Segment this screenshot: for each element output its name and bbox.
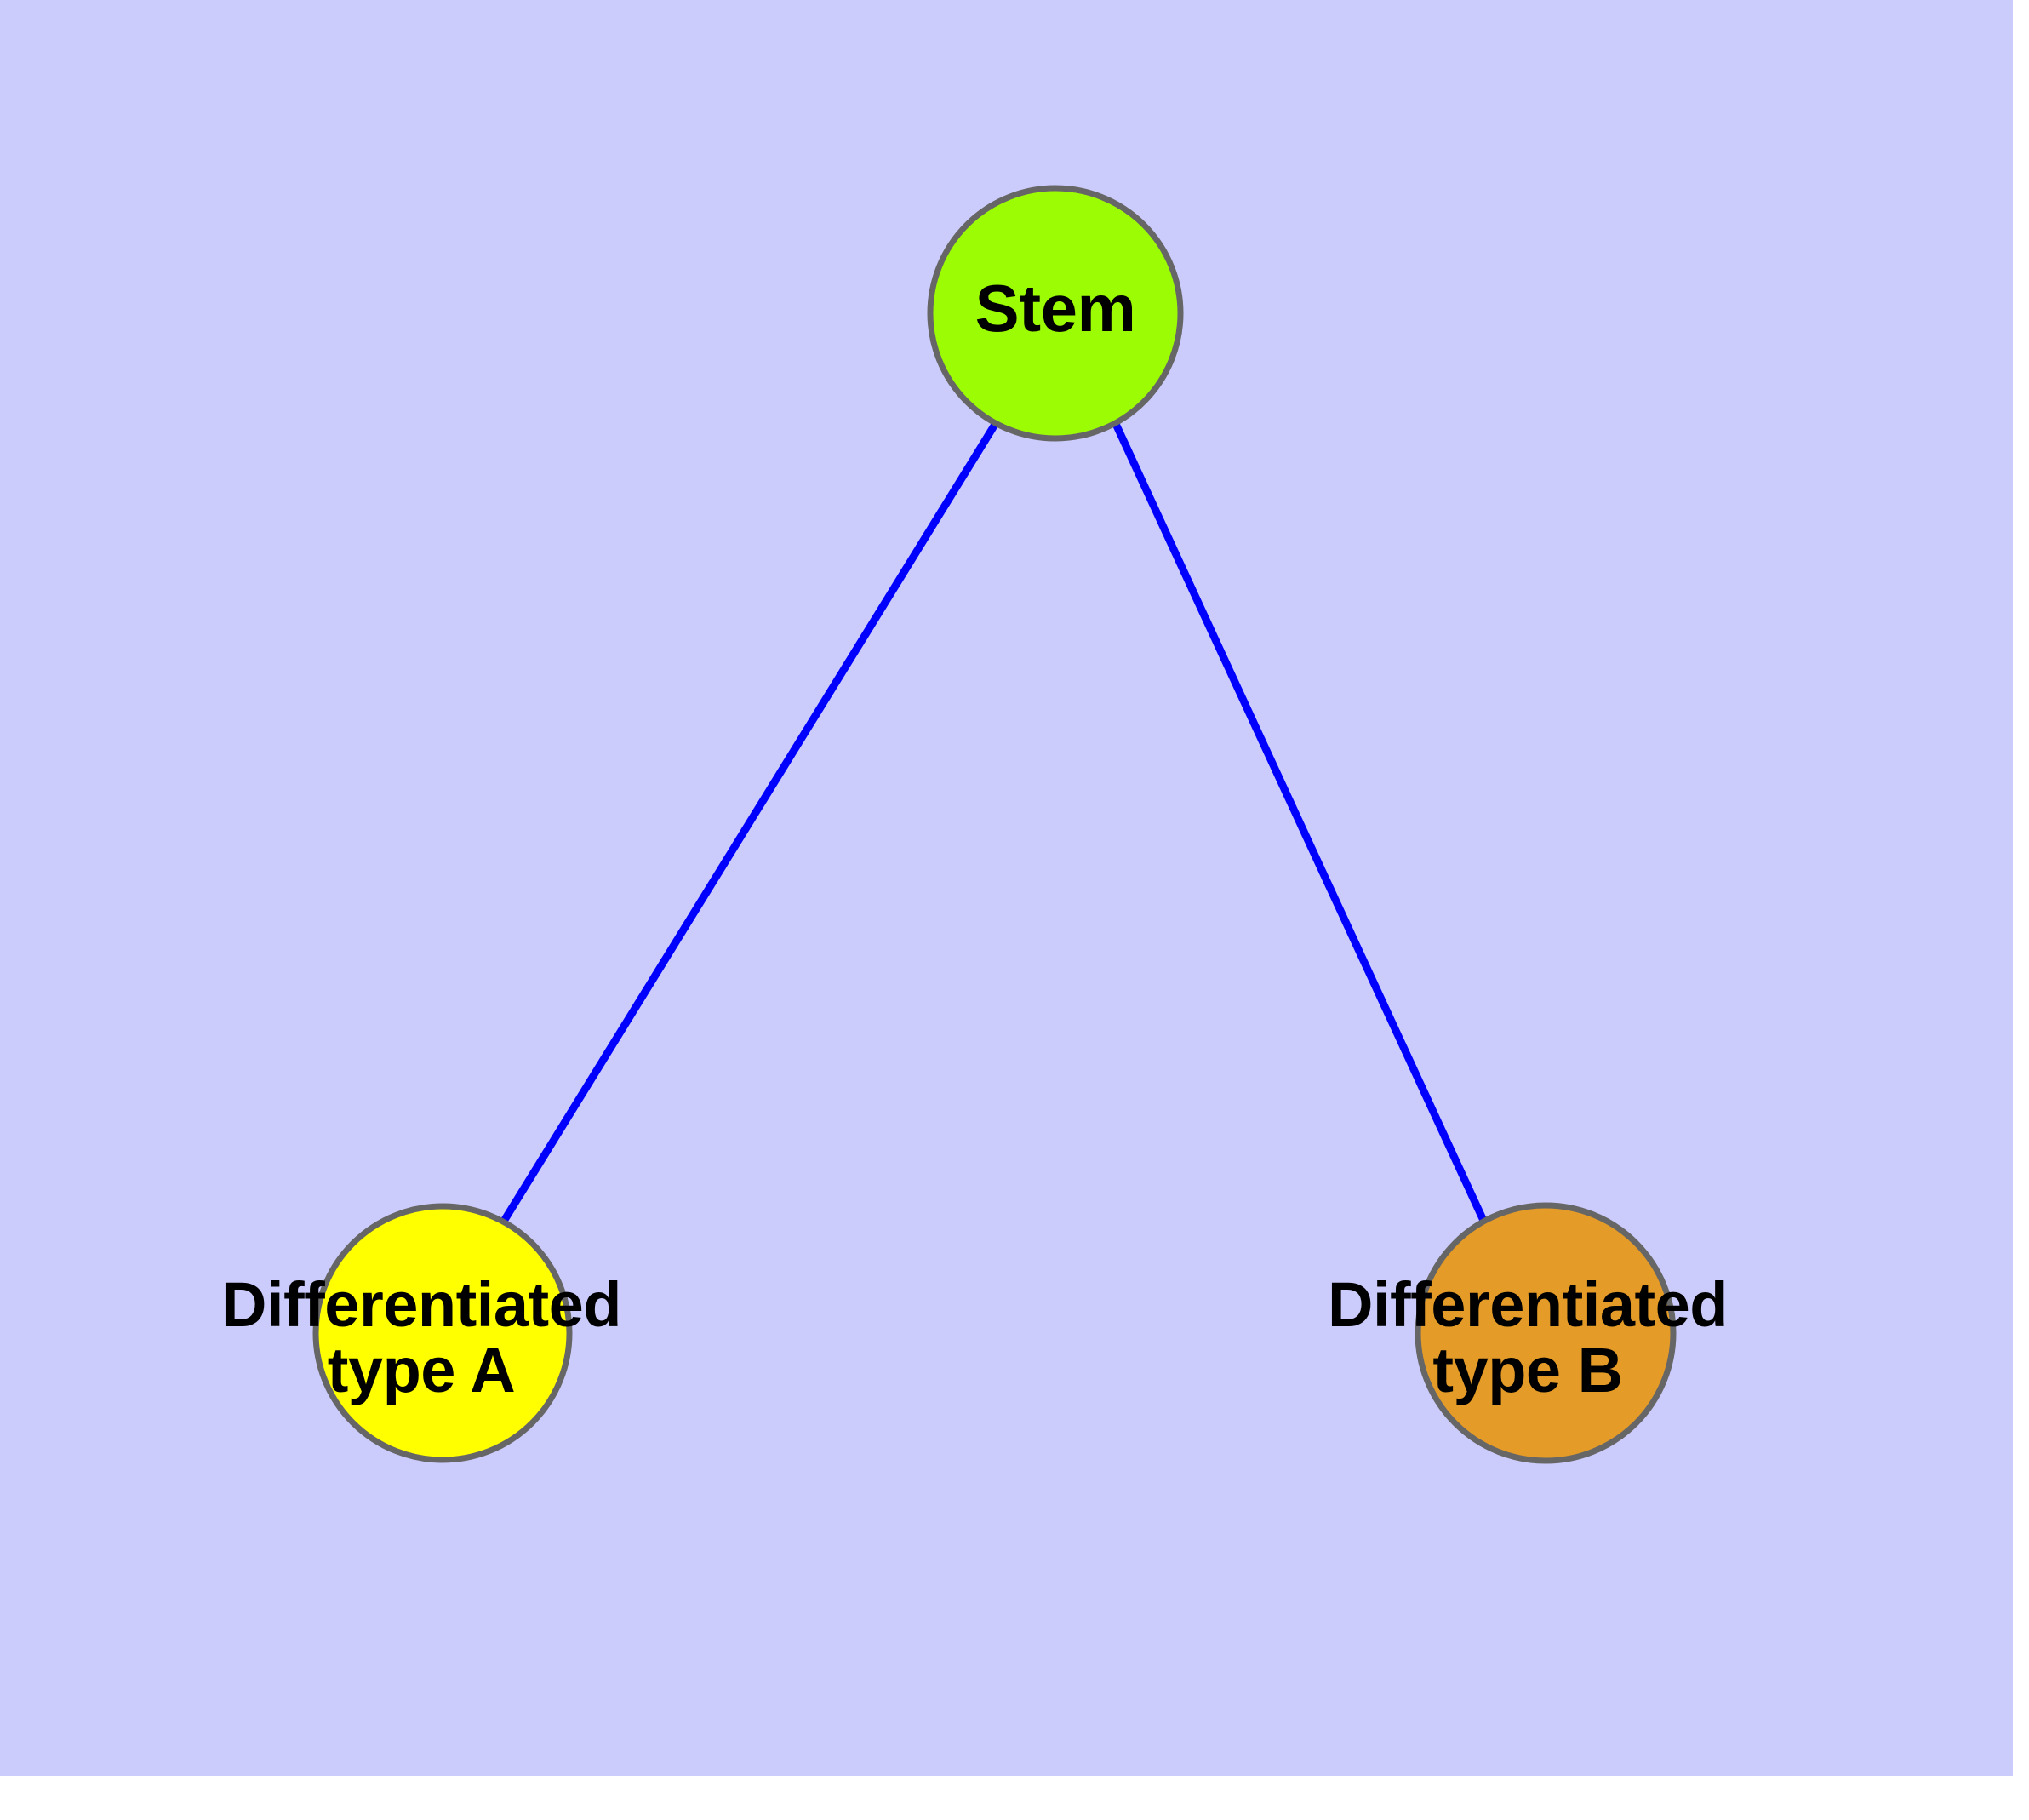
edge-stem-to-type-a[interactable] (500, 421, 999, 1225)
graph-svg (312, 185, 1677, 1464)
node-layer (312, 185, 1677, 1464)
node-type-a-circle[interactable] (312, 1203, 573, 1463)
node-type-b-circle[interactable] (1415, 1202, 1677, 1464)
node-stem-circle[interactable] (927, 185, 1184, 442)
edge-stem-to-type-b[interactable] (1112, 422, 1489, 1226)
diagram-plot-area: Stem Differentiated type A Differentiate… (0, 0, 2013, 1776)
edge-layer (500, 421, 1489, 1226)
